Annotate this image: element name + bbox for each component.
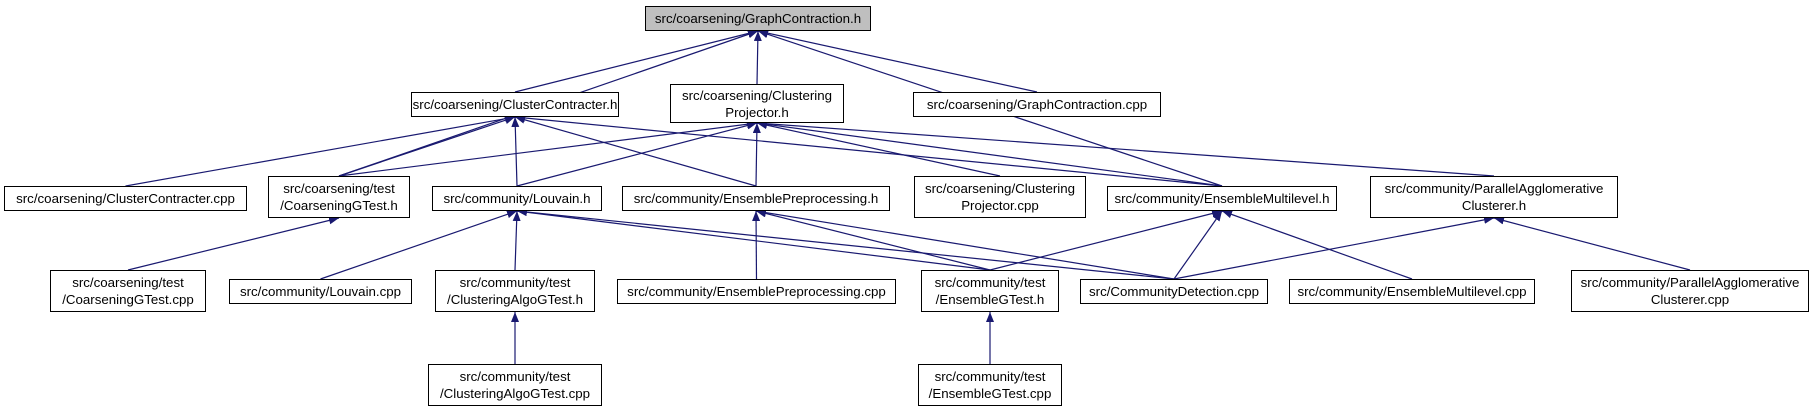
node-coarseninggtest-h[interactable]: src/coarsening/test /CoarseningGTest.h <box>268 176 410 218</box>
node-parallelagglomerativeclusterer-cpp[interactable]: src/community/ParallelAgglomerative Clus… <box>1571 270 1809 312</box>
edge-communitydetection_cpp-to-pac_h <box>1173 215 1495 280</box>
edge-ensemblepreprocessing_cpp-to-ensemblepreprocessing_h <box>752 210 761 280</box>
node-ensemblepreprocessing-cpp[interactable]: src/community/EnsemblePreprocessing.cpp <box>617 279 896 304</box>
edge-ensemblepreprocessing_h-to-clustercontracter_h <box>514 115 757 187</box>
node-graphcontraction-h: src/coarsening/GraphContraction.h <box>645 6 871 31</box>
edge-coarseninggtest_h-to-clusteringprojector_h <box>338 120 758 177</box>
node-parallelagglomerativeclusterer-h[interactable]: src/community/ParallelAgglomerative Clus… <box>1370 176 1618 218</box>
node-graphcontraction-cpp[interactable]: src/coarsening/GraphContraction.cpp <box>913 92 1161 117</box>
edge-louvain_h-to-clusteringprojector_h <box>516 121 758 187</box>
node-ensemblemultilevel-cpp[interactable]: src/community/EnsembleMultilevel.cpp <box>1289 279 1535 304</box>
edge-louvain_cpp-to-louvain_h <box>320 210 518 280</box>
edge-pac_h-to-clusteringprojector_h <box>756 119 1495 177</box>
edge-clusteringprojector_cpp-to-clusteringprojector_h <box>756 121 1001 177</box>
node-clustercontracter-cpp[interactable]: src/coarsening/ClusterContracter.cpp <box>4 186 247 211</box>
edge-graphcontraction_cpp-to-graphcontraction_h <box>757 29 1038 93</box>
edge-clustercontracter_cpp-to-clustercontracter_h <box>125 114 516 187</box>
edge-pac_cpp-to-pac_h <box>1493 216 1691 271</box>
edge-ensemblemultilevel_cpp-to-ensemblemultilevel_h <box>1221 210 1413 280</box>
node-clustercontracter-h[interactable]: src/coarsening/ClusterContracter.h <box>411 92 619 117</box>
edge-communitydetection_cpp-to-louvain_h <box>516 208 1175 280</box>
edge-ensemblepreprocessing_h-to-clusteringprojector_h <box>752 122 761 187</box>
edge-clusteringprojector_h-to-graphcontraction_h <box>753 30 762 85</box>
edge-clusteringalgogtest_h-to-louvain_h <box>512 210 521 271</box>
edge-communitydetection_cpp-to-ensemblemultilevel_h <box>1173 210 1223 280</box>
edge-ensemblegtest_h-to-louvain_h <box>516 208 991 271</box>
edge-communitydetection_cpp-to-ensemblepreprocessing_h <box>755 208 1175 280</box>
node-ensemblemultilevel-h[interactable]: src/community/EnsembleMultilevel.h <box>1107 186 1337 211</box>
node-communitydetection-cpp[interactable]: src/CommunityDetection.cpp <box>1080 279 1268 304</box>
node-ensemblegtest-cpp[interactable]: src/community/test /EnsembleGTest.cpp <box>918 364 1062 406</box>
node-coarseninggtest-cpp[interactable]: src/coarsening/test /CoarseningGTest.cpp <box>50 270 206 312</box>
edge-ensemblemultilevel_h-to-clustercontracter_h <box>514 113 1223 187</box>
edge-clustercontracter_h-to-graphcontraction_h <box>514 29 759 93</box>
node-clusteringalgogtest-h[interactable]: src/community/test /ClusteringAlgoGTest.… <box>435 270 595 312</box>
edge-coarseninggtest_h-to-clustercontracter_h <box>338 116 516 177</box>
node-ensemblepreprocessing-h[interactable]: src/community/EnsemblePreprocessing.h <box>622 186 890 211</box>
edge-ensemblemultilevel_h-to-clusteringprojector_h <box>756 120 1223 187</box>
edge-ensemblegtest_h-to-ensemblepreprocessing_h <box>755 209 991 271</box>
edge-coarseninggtest_cpp-to-coarseninggtest_h <box>127 216 340 271</box>
node-clusteringalgogtest-cpp[interactable]: src/community/test /ClusteringAlgoGTest.… <box>428 364 602 406</box>
node-ensemblegtest-h[interactable]: src/community/test /EnsembleGTest.h <box>921 270 1059 312</box>
node-clusteringprojector-cpp[interactable]: src/coarsening/Clustering Projector.cpp <box>914 176 1086 218</box>
edge-ensemblegtest_h-to-ensemblemultilevel_h <box>989 209 1223 271</box>
node-clusteringprojector-h[interactable]: src/coarsening/Clustering Projector.h <box>670 84 844 123</box>
node-louvain-cpp[interactable]: src/community/Louvain.cpp <box>229 279 412 304</box>
edge-louvain_h-to-clustercontracter_h <box>511 116 520 187</box>
node-louvain-h[interactable]: src/community/Louvain.h <box>432 186 602 211</box>
